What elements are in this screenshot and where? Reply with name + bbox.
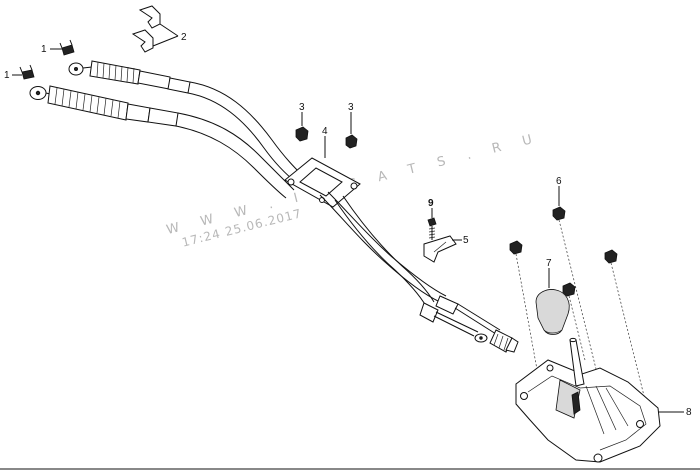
callout-9: 9	[428, 198, 434, 209]
callout-8: 8	[686, 407, 692, 418]
callouts: 1 1 2 3 3 4 9 5 6 7 8	[4, 32, 692, 418]
bolt-middle	[562, 282, 576, 297]
lower-cable-run	[319, 191, 519, 353]
nut-part-3-left	[295, 126, 309, 142]
callout-2: 2	[181, 32, 187, 43]
bolt-left	[509, 240, 523, 255]
callout-1-upper: 1	[41, 44, 47, 55]
bolt-part-9	[427, 217, 437, 240]
callout-7: 7	[546, 258, 552, 269]
lower-cable	[29, 85, 295, 199]
leader-lines	[12, 23, 684, 413]
callout-5: 5	[463, 235, 469, 246]
nut-part-3-right	[345, 134, 358, 149]
callout-3-left: 3	[299, 102, 305, 113]
shift-knob-part-7	[535, 289, 570, 335]
bolt-part-6	[552, 206, 566, 221]
callout-3-right: 3	[348, 102, 354, 113]
shift-cable-assembly	[29, 60, 519, 353]
callout-4: 4	[322, 126, 328, 137]
clip-part-1-upper	[59, 39, 75, 56]
clip-part-1-lower	[19, 64, 35, 80]
cable-bracket-part-5	[423, 235, 457, 263]
callout-1-lower: 1	[4, 70, 10, 81]
retaining-clips-2	[131, 5, 161, 53]
watermark: W W W . I L C A T S . R U 17:24 25.06.20…	[165, 130, 542, 249]
callout-6: 6	[556, 176, 562, 187]
bolt-right	[604, 249, 618, 264]
shifter-base-part-8	[515, 337, 661, 463]
cable-bracket-plate	[284, 157, 361, 208]
upper-cable	[68, 60, 304, 184]
